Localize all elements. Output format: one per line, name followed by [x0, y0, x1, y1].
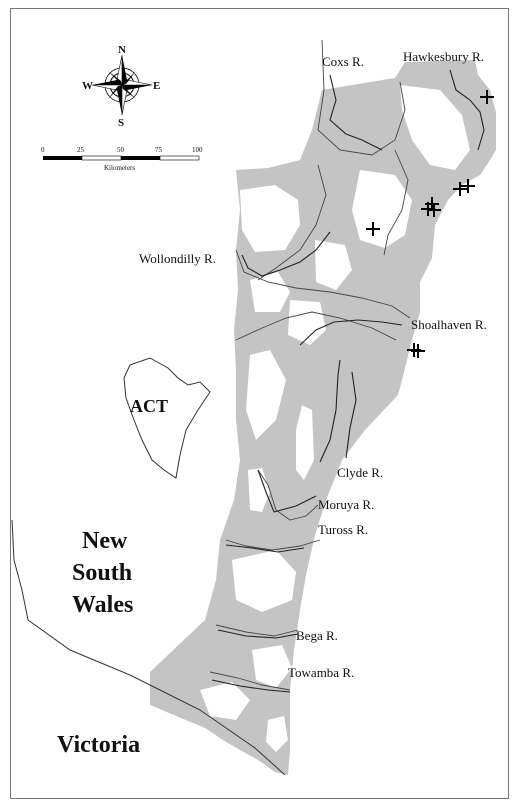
catchment-boundaries — [209, 39, 411, 691]
hawkesbury-river — [449, 69, 485, 151]
scale-bar — [43, 155, 200, 161]
compass-south-label: S — [118, 117, 124, 129]
river-label-bega: Bega R. — [296, 628, 338, 643]
sample-markers — [366, 90, 494, 358]
marker — [411, 344, 425, 358]
nsw-label-line3: Wales — [72, 592, 133, 618]
river-label-shoalhaven: Shoalhaven R. — [411, 317, 487, 332]
river-lines — [211, 69, 485, 693]
scale-tick-100: 100 — [192, 146, 203, 154]
compass-north-label: N — [118, 44, 126, 56]
nsw-victoria-border — [11, 519, 286, 776]
clyde-river — [319, 359, 341, 463]
marker — [366, 222, 380, 236]
river-label-wollondilly: Wollondilly R. — [139, 251, 216, 266]
compass-east-label: E — [153, 80, 160, 92]
towamba-river — [211, 679, 291, 693]
river-label-moruya: Moruya R. — [318, 497, 374, 512]
coxs-river — [329, 74, 383, 151]
scale-tick-75: 75 — [155, 146, 163, 154]
river-label-hawkesbury: Hawkesbury R. — [403, 49, 484, 64]
river-label-towamba: Towamba R. — [288, 665, 354, 680]
shoalhaven-river — [299, 319, 403, 346]
river-label-tuross: Tuross R. — [318, 522, 368, 537]
river-label-coxs: Coxs R. — [322, 54, 364, 69]
nsw-label-line2: South — [72, 560, 132, 586]
marker — [427, 203, 441, 217]
scale-unit-label: Kilometers — [104, 164, 135, 172]
scale-tick-50: 50 — [117, 146, 125, 154]
compass-west-label: W — [82, 80, 93, 92]
wollondilly-river — [241, 231, 331, 277]
bega-river — [217, 629, 299, 639]
marker — [480, 90, 494, 104]
victoria-label: Victoria — [57, 732, 140, 758]
river-label-clyde: Clyde R. — [337, 465, 383, 480]
moruya-river — [257, 469, 317, 513]
act-boundary — [123, 357, 211, 479]
scale-tick-25: 25 — [77, 146, 85, 154]
tuross-river — [225, 544, 305, 553]
nsw-label-line1: New — [82, 528, 128, 554]
compass-rose — [91, 54, 153, 116]
act-label: ACT — [130, 396, 168, 416]
marker — [453, 182, 467, 196]
non-habitat-patches — [200, 85, 470, 752]
marker — [461, 179, 475, 193]
scale-tick-0: 0 — [41, 146, 45, 154]
